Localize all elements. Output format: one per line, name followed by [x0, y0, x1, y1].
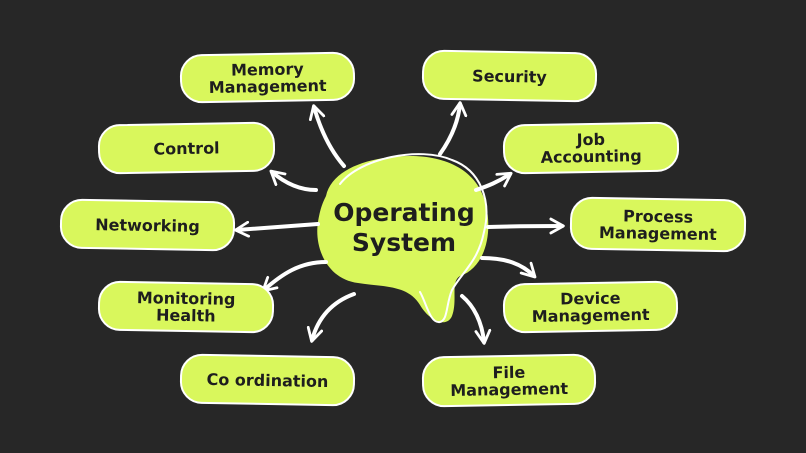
arrow-to-monitoring — [261, 260, 328, 293]
arrow-to-control — [269, 169, 318, 192]
node-job-accounting: Job Accounting — [502, 121, 680, 175]
arrow-to-file — [460, 294, 492, 345]
node-coordination: Co ordination — [179, 353, 356, 407]
center-blob — [317, 156, 489, 323]
center-label: Operating System — [333, 198, 475, 257]
arrow-to-memory — [308, 104, 346, 168]
node-security: Security — [421, 49, 598, 103]
node-file-management: File Management — [421, 353, 597, 408]
arrow-to-device — [480, 256, 537, 279]
arrow-to-networking — [234, 220, 320, 238]
node-process-management: Process Management — [569, 196, 747, 253]
arrow-to-job — [474, 171, 513, 192]
node-control: Control — [97, 121, 276, 175]
node-device-management: Device Management — [502, 280, 679, 334]
arrow-to-security — [438, 101, 468, 156]
arrow-to-process — [486, 217, 565, 235]
center-outline — [339, 153, 488, 324]
node-networking: Networking — [59, 198, 236, 252]
node-memory-management: Memory Management — [179, 51, 356, 104]
arrow-to-coordination — [306, 292, 356, 343]
node-monitoring-health: Monitoring Health — [97, 280, 275, 334]
